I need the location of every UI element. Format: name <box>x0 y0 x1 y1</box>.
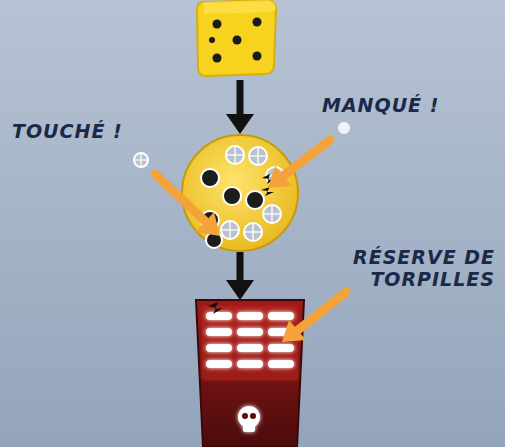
hit-marker <box>134 153 148 167</box>
pointer-arrow <box>282 292 346 342</box>
pointer-arrow <box>268 140 330 188</box>
callout-label: MANQUÉ ! <box>322 94 492 116</box>
torpedo-panel <box>196 300 304 447</box>
target-dial <box>182 135 298 251</box>
die <box>197 0 276 76</box>
miss-marker <box>338 122 350 134</box>
flow-arrow <box>226 80 254 134</box>
flow-arrow <box>226 252 254 300</box>
pointer-arrow <box>155 174 220 236</box>
callout-label: RÉSERVE DE TORPILLES <box>330 246 495 290</box>
callout-label: TOUCHÉ ! <box>12 120 142 142</box>
